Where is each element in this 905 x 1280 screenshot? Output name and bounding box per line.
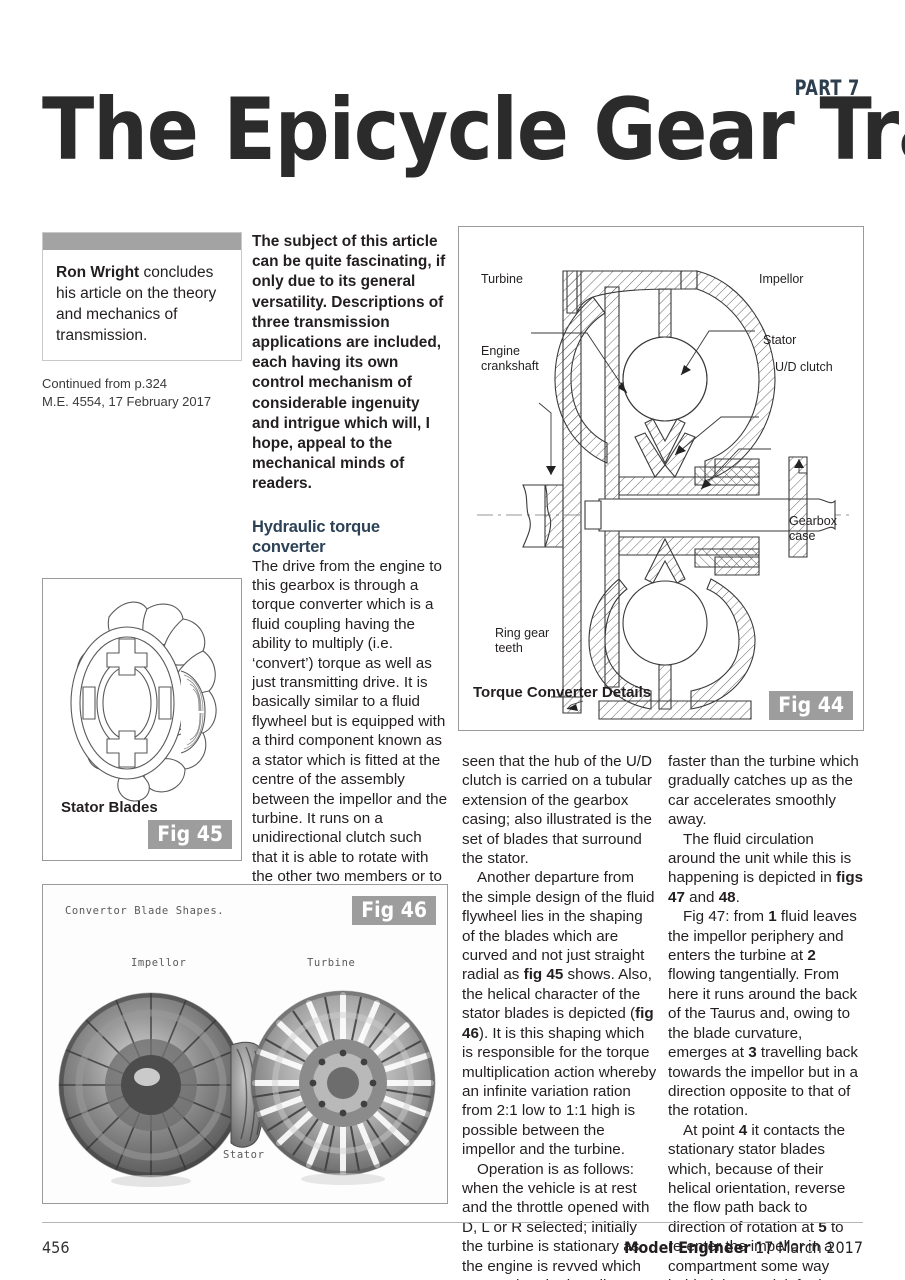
issue-date: 17 March 2017 — [750, 1238, 863, 1257]
byline-description: concludes his article on the theory and … — [56, 264, 217, 344]
par-text: Fig 47: from — [683, 908, 769, 926]
body-column-left: seen that the hub of the U/D clutch is c… — [462, 752, 658, 1280]
par-text: flowing tangentially. From here it runs … — [668, 966, 858, 1062]
par-text: . — [735, 888, 740, 906]
label-engine-crankshaft-2: crankshaft — [481, 359, 539, 373]
par-text: Another departure from the simple design… — [462, 869, 655, 984]
paragraph-stator-reversal: At point 4 it contacts the stationary st… — [668, 1121, 864, 1280]
par-text: to re-enter the impellor in a compartmen… — [668, 1218, 855, 1280]
intro-paragraph: The subject of this article can be quite… — [252, 233, 446, 493]
flow-point: 3 — [748, 1044, 757, 1062]
flow-point: 5 — [818, 1218, 827, 1236]
label-engine-crankshaft-1: Engine — [481, 344, 520, 358]
paragraph-fig47-flow: Fig 47: from 1 fluid leaves the impellor… — [668, 907, 864, 1120]
figure-45-caption: Stator Blades — [61, 799, 158, 816]
figure-44-caption: Torque Converter Details — [473, 684, 652, 701]
par-text: shows. Also, the helical character of th… — [462, 966, 652, 1023]
paragraph-continued-hydraulic: seen that the hub of the U/D clutch is c… — [462, 752, 658, 868]
figure-46-label-stator: Stator — [223, 1149, 265, 1161]
par-text: fluid leaves the impellor periphery and … — [668, 908, 857, 965]
figure-46-label-impellor: Impellor — [131, 957, 187, 969]
par-text: At point — [683, 1121, 739, 1139]
label-turbine: Turbine — [481, 272, 523, 286]
byline-text: Ron Wright concludes his article on the … — [43, 250, 241, 360]
publication-name: Model Engineer — [624, 1238, 751, 1257]
figure-45-badge: Fig 45 — [148, 820, 232, 849]
byline-box: Ron Wright concludes his article on the … — [42, 232, 242, 361]
convertor-blade-shapes-photo — [43, 885, 447, 1203]
figure-reference: fig 45 — [523, 966, 564, 984]
continued-from: Continued from p.324 — [42, 376, 168, 391]
label-ring-gear-1: Ring gear — [495, 626, 549, 640]
figure-46: Convertor Blade Shapes. Impellor Turbine… — [42, 884, 448, 1204]
paragraph-fluid-circulation: The fluid circulation around the unit wh… — [668, 830, 864, 908]
figure-44-badge: Fig 44 — [769, 691, 853, 720]
left-column: Ron Wright concludes his article on the … — [42, 232, 242, 411]
par-text: travelling back towards the impellor but… — [668, 1044, 858, 1120]
figure-46-title: Convertor Blade Shapes. — [65, 905, 225, 917]
paragraph-operation-continued: faster than the turbine which gradually … — [668, 753, 859, 829]
label-ud-clutch: U/D clutch — [775, 360, 833, 374]
intro-column: The subject of this article can be quite… — [252, 232, 450, 984]
figure-44: Turbine Impellor Stator U/D clutch Engin… — [458, 226, 864, 731]
paragraph-operation: Operation is as follows: when the vehicl… — [462, 1160, 650, 1280]
par-text: and — [684, 888, 719, 906]
par-text: it contacts the stationary stator blades… — [668, 1121, 846, 1236]
footer-divider — [42, 1222, 863, 1223]
section-heading-hydraulic: Hydraulic torque converter — [252, 517, 380, 556]
byline-header-bar — [43, 233, 241, 250]
flow-point: 2 — [807, 947, 816, 965]
figure-46-badge: Fig 46 — [352, 896, 436, 925]
byline-author: Ron Wright — [56, 264, 140, 281]
stator-blades-illustration — [70, 601, 217, 802]
label-gearbox-case-1: Gearbox — [789, 514, 838, 528]
label-impellor: Impellor — [759, 272, 803, 286]
figure-reference: figs 47 — [668, 869, 864, 906]
par-text: seen that the hub of the U/D clutch is c… — [462, 753, 652, 868]
par-text: The drive from the engine to this gearbo… — [252, 557, 448, 924]
issue-reference: M.E. 4554, 17 February 2017 — [42, 394, 212, 409]
label-ring-gear-2: teeth — [495, 641, 523, 655]
label-stator: Stator — [763, 333, 796, 347]
body-column-right: faster than the turbine which gradually … — [668, 752, 864, 1280]
flow-point: 1 — [768, 908, 777, 926]
footer-colophon: Model Engineer 17 March 2017 — [624, 1238, 863, 1257]
figure-reference: fig 46 — [462, 1005, 654, 1042]
torque-converter-cross-section: Turbine Impellor Stator U/D clutch Engin… — [477, 270, 849, 720]
page-title: The Epicycle Gear Train — [42, 80, 905, 180]
par-text: ). It is this shaping which is responsib… — [462, 1024, 657, 1159]
page-number: 456 — [42, 1238, 70, 1257]
figure-46-label-turbine: Turbine — [307, 957, 356, 969]
label-gearbox-case-2: case — [789, 529, 815, 543]
figure-reference: 48 — [718, 888, 736, 906]
par-text: The fluid circulation around the unit wh… — [668, 830, 852, 887]
flow-point: 4 — [738, 1121, 748, 1139]
figure-45: Stator Blades Fig 45 — [42, 578, 242, 861]
continued-note: Continued from p.324 M.E. 4554, 17 Febru… — [42, 375, 242, 411]
paragraph-blade-shaping: Another departure from the simple design… — [462, 868, 658, 1159]
part-label: PART 7 — [794, 76, 860, 100]
